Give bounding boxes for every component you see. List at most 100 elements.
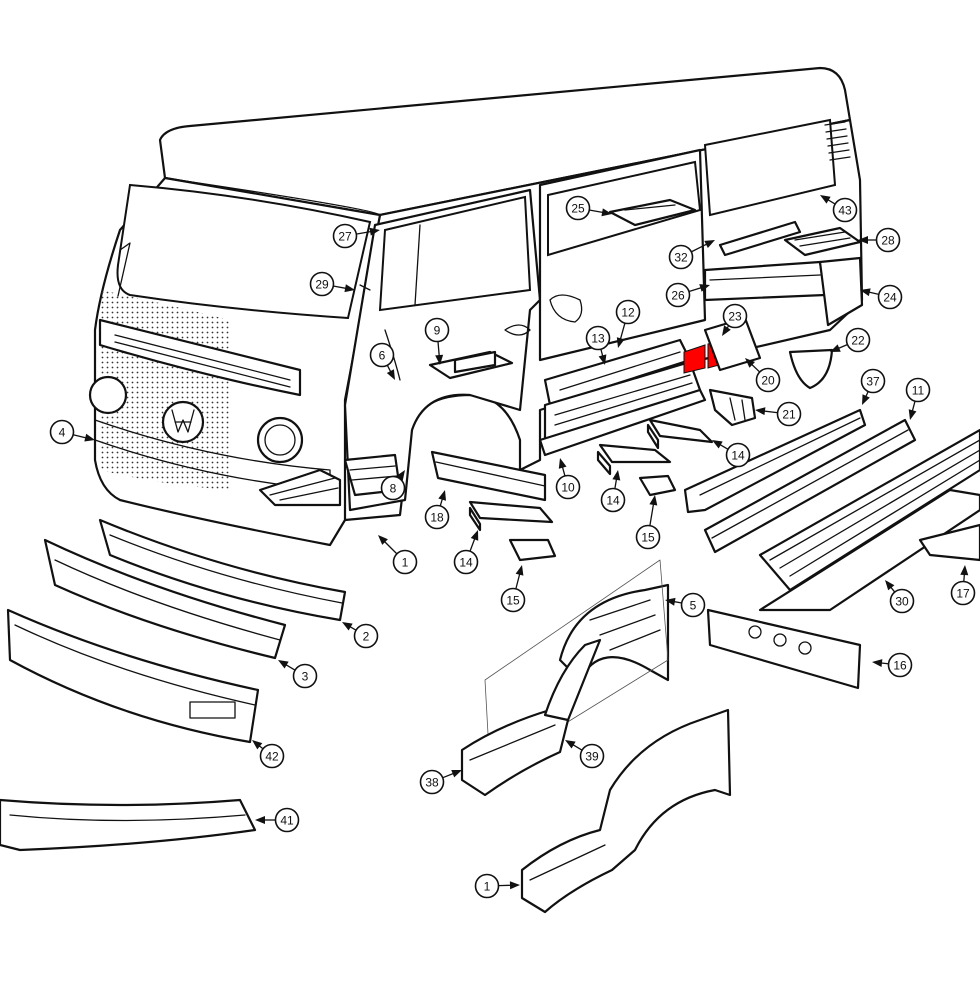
callout-number: 14	[731, 449, 745, 463]
callout-arrowhead	[722, 325, 731, 336]
callout-arrowhead	[908, 409, 917, 420]
callout-number: 14	[459, 556, 473, 570]
callout-43: 43	[820, 195, 858, 223]
callout-arrowhead	[820, 195, 831, 204]
callout-arrowhead	[378, 535, 388, 545]
callout-arrowhead	[885, 580, 895, 591]
callout-arrowhead	[396, 470, 405, 481]
callout-arrowhead	[704, 240, 715, 249]
callout-number: 21	[782, 408, 796, 422]
callout-arrowhead	[712, 440, 723, 449]
callout-number: 29	[315, 278, 329, 292]
callout-number: 22	[851, 334, 865, 348]
callout-6: 6	[369, 342, 395, 380]
callout-11: 11	[905, 377, 931, 420]
highlighted-panel-23	[683, 344, 706, 374]
callout-number: 4	[59, 426, 66, 440]
callout-14: 14	[453, 530, 479, 575]
callout-26: 26	[665, 282, 710, 308]
callout-circle	[877, 284, 903, 310]
callout-15: 15	[500, 565, 526, 613]
callout-circle	[615, 299, 641, 325]
callout-number: 16	[893, 659, 907, 673]
callout-arrowhead	[598, 354, 607, 365]
callout-30: 30	[885, 580, 915, 614]
callout-circle	[668, 244, 694, 270]
callout-number: 5	[690, 599, 697, 613]
callout-circle	[725, 442, 751, 468]
callout-arrowhead	[830, 344, 841, 352]
callout-circle	[585, 325, 611, 351]
callout-circle	[353, 623, 379, 649]
callout-14: 14	[712, 440, 751, 468]
callout-arrowhead	[649, 495, 658, 506]
callout-20: 20	[745, 358, 781, 393]
callout-circle	[875, 227, 901, 253]
callout-9: 9	[424, 317, 450, 365]
callout-number: 3	[302, 670, 309, 684]
callout-circle	[755, 367, 781, 393]
callout-10: 10	[555, 458, 581, 500]
callout-arrowhead	[858, 236, 868, 244]
callout-number: 26	[671, 289, 685, 303]
callout-39: 39	[565, 740, 605, 769]
callout-number: 14	[606, 494, 620, 508]
callout-circle	[380, 475, 406, 501]
callout-circle	[474, 873, 500, 899]
callout-number: 15	[506, 594, 520, 608]
callout-circle	[555, 474, 581, 500]
callout-arrowhead	[616, 337, 625, 348]
callout-number: 37	[866, 375, 880, 389]
callout-number: 25	[571, 202, 585, 216]
callout-1: 1	[474, 873, 520, 899]
callout-circle	[832, 197, 858, 223]
callout-arrowhead	[451, 770, 462, 778]
callout-circle	[722, 303, 748, 329]
callout-15: 15	[635, 495, 661, 550]
callout-arrowhead	[252, 740, 263, 750]
callout-circle	[419, 769, 445, 795]
callout-number: 39	[585, 750, 599, 764]
callout-circle	[392, 549, 418, 575]
callout-circle	[49, 419, 75, 445]
callout-8: 8	[380, 470, 406, 501]
callout-circle	[369, 342, 395, 368]
callout-circle	[905, 377, 931, 403]
callout-circle	[950, 580, 976, 606]
callout-number: 30	[895, 595, 909, 609]
callout-32: 32	[668, 240, 715, 270]
callout-number: 9	[434, 324, 441, 338]
callout-arrowhead	[509, 881, 520, 890]
callout-16: 16	[872, 652, 913, 678]
callout-circle	[860, 368, 886, 394]
callout-number: 17	[956, 587, 970, 601]
callout-circle	[776, 401, 802, 427]
callout-number: 38	[425, 776, 439, 790]
callout-circle	[274, 807, 300, 833]
callout-23: 23	[722, 303, 748, 336]
callout-number: 32	[674, 251, 688, 265]
callout-number: 20	[761, 374, 775, 388]
callout-17: 17	[950, 565, 976, 606]
callout-number: 27	[338, 230, 352, 244]
callout-circle	[500, 587, 526, 613]
callout-arrowhead	[470, 530, 479, 541]
callout-12: 12	[615, 299, 641, 348]
callout-circle	[292, 663, 318, 689]
callout-circle	[424, 317, 450, 343]
callout-circle	[887, 652, 913, 678]
callout-circle	[635, 524, 661, 550]
callout-22: 22	[830, 327, 871, 353]
loose-parts	[0, 348, 980, 914]
callout-number: 15	[641, 531, 655, 545]
callout-arrowhead	[344, 284, 355, 293]
callout-circle	[579, 743, 605, 769]
callout-arrowhead	[558, 458, 567, 469]
callout-arrowhead	[745, 358, 755, 368]
callout-arrowhead	[515, 565, 524, 576]
callout-arrowhead	[84, 433, 95, 442]
callout-circle	[565, 195, 591, 221]
callout-number: 1	[484, 880, 491, 894]
callout-25: 25	[565, 195, 612, 221]
